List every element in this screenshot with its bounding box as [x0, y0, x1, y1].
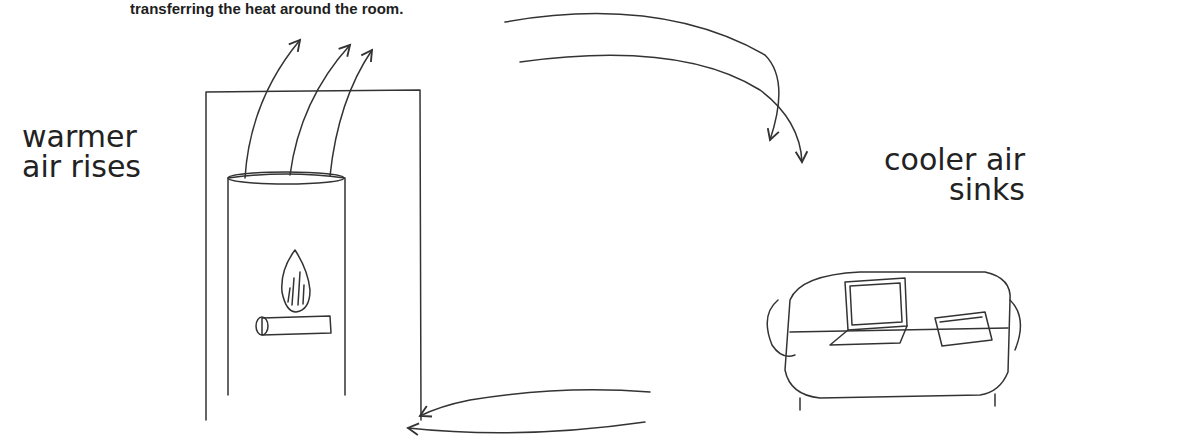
rising-air-arrows	[245, 40, 372, 178]
couch	[767, 272, 1020, 410]
handwritten-note: warmer air rises	[22, 122, 147, 182]
caption-line: transferring the heat around the room.	[130, 0, 403, 17]
circulation-arrows	[408, 14, 802, 433]
fireplace	[206, 90, 421, 420]
laptop-screen	[845, 278, 907, 330]
book	[935, 312, 992, 346]
handwritten-note: cooler air sinks	[840, 145, 1025, 205]
